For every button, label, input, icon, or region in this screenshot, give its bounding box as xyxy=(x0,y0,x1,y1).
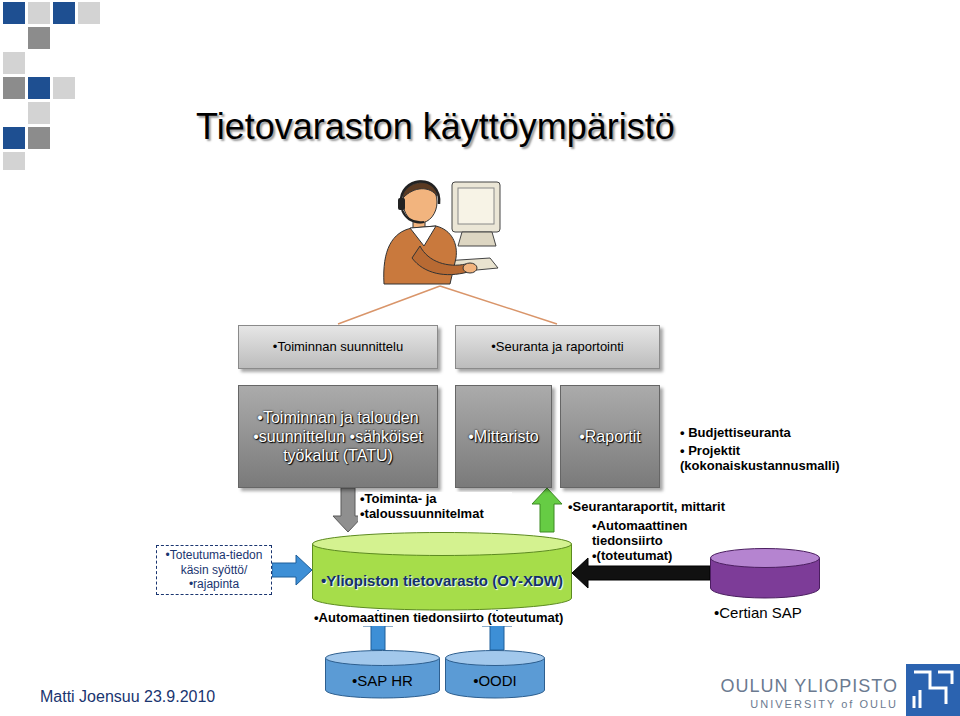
edge-label: •Toiminta- ja •taloussuunnitelmat xyxy=(358,492,512,522)
cylinder-shape xyxy=(312,532,572,610)
source-cylinder: •OODI xyxy=(445,650,545,698)
corner-squares-part xyxy=(28,102,50,124)
cylinder-top xyxy=(711,549,820,568)
university-logo-part xyxy=(914,672,952,708)
person-illustration-part xyxy=(338,286,557,324)
corner-squares-part xyxy=(53,77,75,99)
tool-box: •Mittaristo xyxy=(455,385,552,488)
person-illustration xyxy=(338,181,557,324)
corner-squares-part xyxy=(3,127,25,149)
corner-squares-part xyxy=(28,77,50,99)
tool-box: •Toiminnan ja talouden •suunnittelun •sä… xyxy=(238,385,438,488)
edge-label: •Seurantaraportit, mittarit xyxy=(566,500,727,515)
input-box: •Toteutuma-tiedon käsin syöttö/ •rajapin… xyxy=(156,545,272,595)
person-illustration-part xyxy=(452,182,500,232)
block-arrow xyxy=(272,555,312,585)
corner-squares-part xyxy=(3,152,25,170)
cylinder-shape xyxy=(710,548,820,598)
cylinder-top xyxy=(326,651,440,666)
node-text: •Toiminnan ja talouden •suunnittelun •sä… xyxy=(244,408,432,466)
source-cylinder: •SAP HR xyxy=(325,650,440,698)
note-label: •Automaattinen tiedonsiirto (toteutumat) xyxy=(312,611,565,626)
corner-squares xyxy=(3,2,100,170)
note-label: • Budjettiseuranta xyxy=(680,426,791,441)
person-illustration-part xyxy=(410,226,436,246)
tool-box: •Raportit xyxy=(560,385,660,488)
node-text: •Raportit xyxy=(566,427,654,446)
corner-squares-part xyxy=(53,2,75,24)
database-cylinder: •Yliopiston tietovarasto (OY-XDW) xyxy=(312,532,572,610)
database-cylinder: •Certian SAP xyxy=(710,548,820,598)
node-text: •Toiminnan suunnittelu xyxy=(245,339,431,355)
process-box: •Seuranta ja raportointi xyxy=(455,325,660,369)
node-text: •Seuranta ja raportointi xyxy=(462,339,653,355)
cylinder-top xyxy=(446,651,545,666)
university-logo xyxy=(906,664,960,716)
edge-label: •Automaattinen tiedonsiirto •(toteutumat… xyxy=(590,519,708,564)
corner-squares-part xyxy=(3,77,25,99)
page-title: Tietovaraston käyttöympäristö xyxy=(196,106,675,147)
person-illustration-part xyxy=(458,188,494,224)
node-text: •Mittaristo xyxy=(461,427,546,446)
person-illustration-part xyxy=(463,263,477,273)
process-box: •Toiminnan suunnittelu xyxy=(238,325,438,369)
person-illustration-part xyxy=(458,232,496,246)
person-illustration-part xyxy=(402,210,424,222)
corner-squares-part xyxy=(3,52,25,74)
corner-squares-part xyxy=(78,2,100,24)
university-logo-part xyxy=(906,664,960,716)
person-illustration-part xyxy=(412,246,468,275)
block-arrow xyxy=(532,488,562,532)
person-illustration-part xyxy=(398,198,405,210)
corner-squares-part xyxy=(28,127,50,149)
corner-squares-part xyxy=(3,2,25,24)
node-text: •Certian SAP xyxy=(714,604,802,622)
cylinder-top xyxy=(313,533,572,556)
corner-squares-part xyxy=(28,27,50,49)
note-label: UNIVERSITY of OULU xyxy=(750,698,898,711)
note-label: Matti Joensuu 23.9.2010 xyxy=(40,688,215,706)
note-label: • Projektit (kokonaiskustannusmalli) xyxy=(680,444,880,474)
corner-squares-part xyxy=(28,2,50,24)
node-text: •Yliopiston tietovarasto (OY-XDW) xyxy=(320,572,564,590)
person-illustration-part xyxy=(401,181,439,204)
node-text: •OODI xyxy=(449,672,541,690)
node-text: •Toteutuma-tiedon käsin syöttö/ •rajapin… xyxy=(161,548,267,591)
node-text: •SAP HR xyxy=(329,672,436,690)
note-label: OULUN YLIOPISTO xyxy=(721,676,898,697)
